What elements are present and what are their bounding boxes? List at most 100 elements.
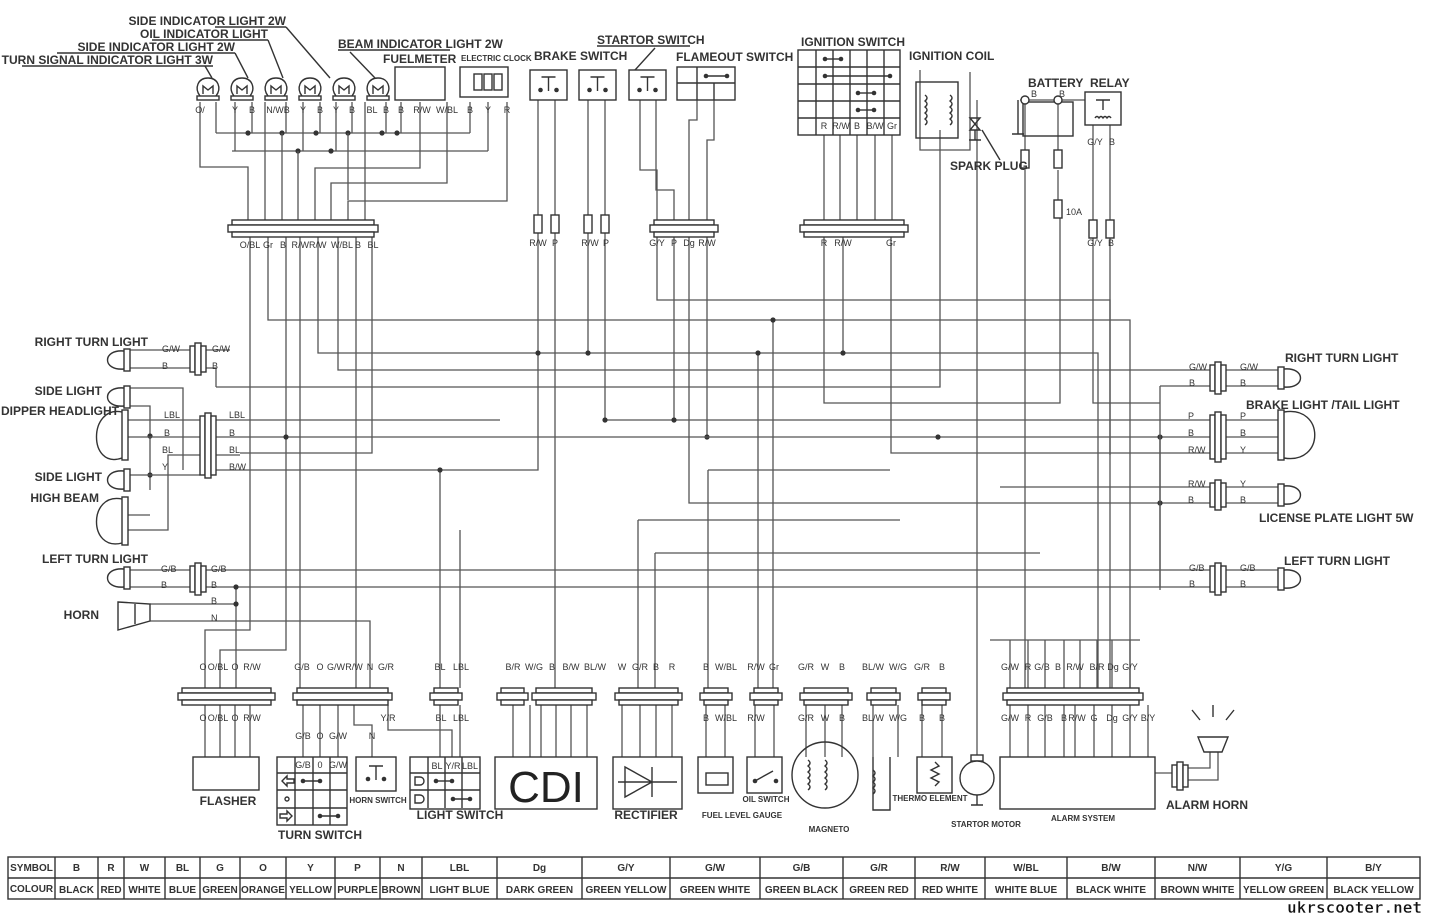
wire-color-label: R/W (747, 662, 765, 672)
wire-color-label: BL/W (862, 662, 885, 672)
wire-color-label: B (249, 105, 255, 115)
component-label: SIDE LIGHT (35, 384, 103, 398)
ground-icon (1012, 100, 1024, 135)
wire-color-label: R/W (529, 238, 547, 248)
wires (128, 70, 1278, 781)
contact-dot (838, 56, 844, 62)
wire-color-label: R/W (698, 238, 716, 248)
light-switch-connector (433, 687, 459, 694)
component-label: FUEL LEVEL GAUGE (702, 811, 783, 820)
wire-color-label: O (231, 662, 238, 672)
alarm-horn-connector (1176, 761, 1184, 791)
cdi-connector-b (535, 699, 593, 706)
wire-color-label: B (1031, 89, 1037, 99)
contact-dot (871, 107, 877, 113)
wire-color-label: B (383, 105, 389, 115)
wire (204, 237, 251, 688)
wire (353, 705, 373, 757)
wire-color-label: BL (162, 445, 173, 455)
main-connector (231, 231, 375, 238)
fuel-gauge-connector (699, 692, 733, 701)
rear-license-connector (1214, 479, 1222, 511)
legend-colour: GREEN (202, 885, 238, 896)
wire-color-label: R/W (1068, 713, 1086, 723)
switch-contact-icon (369, 765, 383, 780)
filament-icon (338, 84, 350, 94)
left-turn-light-rear-icon (1283, 569, 1301, 589)
wire-color-label: R (1025, 662, 1032, 672)
alarm-connector (1002, 692, 1144, 701)
wire (130, 405, 151, 490)
wire-color-label: G/W (1240, 362, 1259, 372)
wire-color-label: G/Y (1122, 662, 1138, 672)
wire (1092, 237, 1160, 404)
legend-symbol: Y (307, 863, 314, 874)
junction-dot (770, 317, 776, 323)
side-light-2-socket (123, 468, 131, 492)
wire-color-label: B (939, 713, 945, 723)
wire (128, 454, 200, 531)
component-label: RELAY (1090, 76, 1130, 90)
wire-color-label: B (162, 361, 168, 371)
junction-dot (935, 434, 941, 440)
wire-color-label: B/W (229, 462, 247, 472)
legend-symbol: BL (176, 863, 189, 874)
rear-left-turn-connector (1220, 565, 1227, 593)
leader-line (234, 52, 249, 79)
indicator-lamp-base (264, 95, 288, 101)
wire-color-label: G/W (212, 344, 231, 354)
left-turn-light-front-icon (107, 568, 125, 588)
legend-symbol: B/W (1101, 863, 1121, 874)
wire-color-label: B (653, 662, 659, 672)
wire-color-label: W (821, 713, 830, 723)
legend-symbol: N (397, 863, 404, 874)
fuel-gauge-connector (703, 687, 729, 694)
filament-icon (236, 84, 248, 94)
cdi-connector-b (531, 692, 597, 701)
wire (130, 387, 184, 470)
wire-color-label: Y (1240, 479, 1246, 489)
magneto-connector (803, 699, 849, 706)
wire-color-label: G/R (798, 662, 815, 672)
wire-color-label: B (1108, 238, 1114, 248)
wire-color-label: LBL (453, 662, 469, 672)
flameout-connector (653, 219, 715, 226)
wire-color-label: R/W (1066, 662, 1084, 672)
junction-dot (437, 467, 443, 473)
junction-dot (585, 350, 591, 356)
junction-dot (313, 130, 319, 136)
turn-left-arrow-icon (281, 774, 295, 788)
component-label: ALARM HORN (1166, 798, 1248, 812)
wire-color-label: R/W (747, 713, 765, 723)
flasher-connector (177, 692, 276, 701)
component-label: IGNITION COIL (909, 49, 994, 63)
side-light-2-icon (107, 470, 125, 490)
wire-color-label: N (369, 731, 376, 741)
wire-color-label: BL (431, 761, 442, 771)
alarm-horn-icon (1196, 736, 1230, 753)
alarm-system-box (999, 756, 1156, 810)
wire-color-label: B (1188, 495, 1194, 505)
flasher-box (192, 756, 260, 791)
wire-color-label: G/W (1001, 713, 1020, 723)
wire-color-label: G/R (914, 662, 931, 672)
wire-color-label: B/R (1089, 662, 1105, 672)
wire-color-label: Y (333, 105, 339, 115)
wire-color-label: G/B (295, 760, 311, 770)
indicator-lamp-base (366, 95, 390, 101)
wire (688, 237, 1210, 504)
license-plate-light-icon (1283, 485, 1301, 505)
color-legend-table: SYMBOLCOLOURBBLACKRREDWWHITEBLBLUEGGREEN… (7, 856, 1422, 915)
wire-color-label: G/W (162, 344, 181, 354)
component-label: FUELMETER (383, 52, 457, 66)
wire (655, 100, 675, 220)
left-turn-light-rear-socket (1277, 567, 1285, 591)
wire (267, 237, 1131, 688)
legend-colour: RED WHITE (922, 885, 978, 896)
rear-license-connector (1209, 482, 1216, 508)
component-label: HIGH BEAM (30, 491, 99, 505)
wire-color-label: P (671, 238, 677, 248)
legend-symbol: G (216, 863, 224, 874)
wire-color-label: B (211, 580, 217, 590)
battery-terminal (1020, 95, 1030, 105)
